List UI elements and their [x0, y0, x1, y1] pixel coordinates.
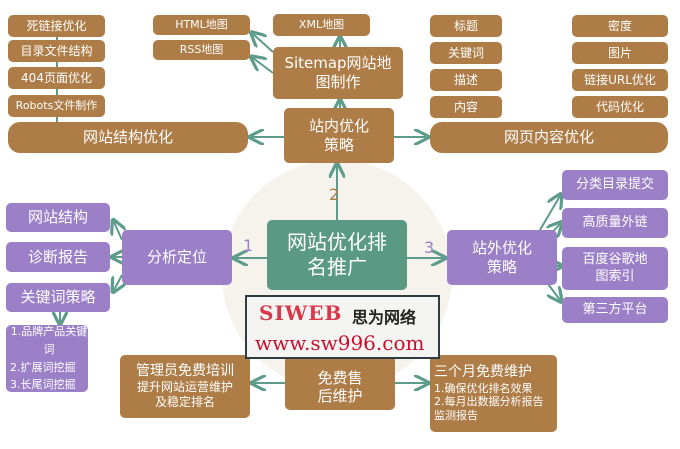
training-title: 管理员免费培训	[136, 362, 234, 379]
content-item: 图片	[572, 42, 668, 64]
content-item: 链接URL优化	[572, 69, 668, 91]
logo-url: www.sw996.com	[255, 331, 425, 355]
service-node: 免费售后维护	[285, 355, 395, 410]
keyword-list-item: 2.扩展词挖掘	[10, 360, 76, 374]
maintenance-title: 三个月免费维护	[434, 364, 532, 381]
content-item: 标题	[430, 15, 502, 37]
step-number: 3	[424, 238, 435, 257]
keyword-list: 1.品牌产品关键词 2.扩展词挖掘 3.长尾词挖掘	[6, 325, 88, 392]
content-item: 关键词	[430, 42, 502, 64]
offsite-item: 第三方平台	[562, 297, 668, 323]
keyword-list-item: 3.长尾词挖掘	[10, 378, 76, 392]
content-item: 描述	[430, 69, 502, 91]
maintenance-item: 1.确保优化排名效果	[434, 381, 533, 395]
training-desc: 提升网站运营维护及稳定排名	[136, 380, 233, 410]
sitemap-box: Sitemap网站地图制作	[273, 47, 403, 99]
sitemap-item: HTML地图	[153, 15, 250, 35]
structure-item: Robots文件制作	[8, 95, 105, 117]
structure-optimization: 网站结构优化	[8, 122, 248, 153]
structure-item: 死链接优化	[8, 15, 105, 37]
structure-item: 404页面优化	[8, 67, 105, 89]
sitemap-item: XML地图	[273, 14, 370, 36]
content-item: 内容	[430, 96, 502, 118]
analysis-node: 分析定位	[122, 230, 232, 285]
offsite-item: 高质量外链	[562, 208, 668, 238]
logo-name: 思为网络	[352, 308, 417, 327]
step-number: 1	[243, 236, 254, 255]
offsite-item: 分类目录提交	[562, 170, 668, 200]
center-node: 网站优化排名推广	[267, 220, 407, 290]
content-item: 代码优化	[572, 96, 668, 118]
offsite-node: 站外优化策略	[447, 230, 557, 285]
step-number: 2	[329, 185, 340, 204]
analysis-item: 网站结构	[6, 203, 110, 232]
siweb-logo: SIWEB 思为网络 www.sw996.com	[245, 295, 440, 359]
keyword-list-item: 1.品牌产品关键词	[10, 325, 88, 356]
content-item: 密度	[572, 15, 668, 37]
structure-item: 目录文件结构	[8, 40, 105, 62]
logo-brand: SIWEB	[259, 301, 343, 325]
training-box: 管理员免费培训 提升网站运营维护及稳定排名	[120, 355, 250, 418]
sitemap-item: RSS地图	[153, 40, 250, 60]
onsite-strategy: 站内优化策略	[284, 108, 394, 163]
analysis-item: 关键词策略	[6, 283, 110, 312]
maintenance-item: 2.每月出数据分析报告 监测报告	[434, 395, 544, 423]
offsite-item: 百度谷歌地图索引	[562, 247, 668, 290]
maintenance-box: 三个月免费维护 1.确保优化排名效果 2.每月出数据分析报告 监测报告	[430, 355, 557, 432]
analysis-item: 诊断报告	[6, 242, 110, 272]
content-optimization: 网页内容优化	[430, 122, 668, 153]
